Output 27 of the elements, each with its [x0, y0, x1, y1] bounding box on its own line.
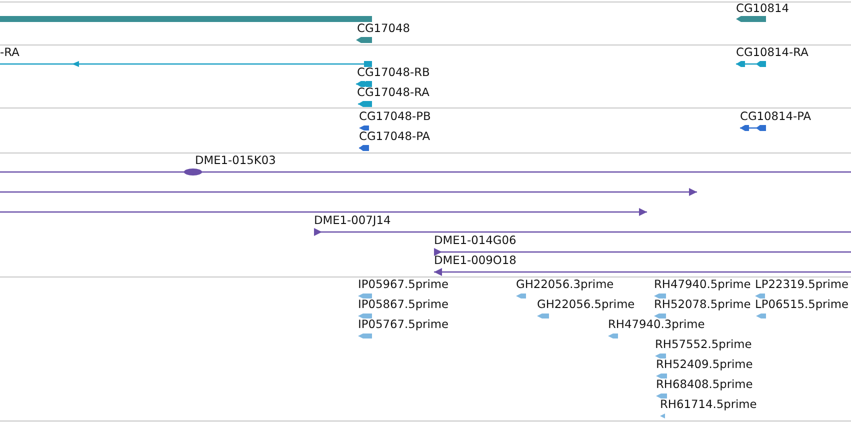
feature-label: IP05967.5prime — [358, 278, 449, 291]
feature-label: DME1-009O18 — [434, 254, 516, 267]
feature-label: CG17048 — [357, 22, 410, 35]
feature-label: RH52078.5prime — [654, 298, 751, 311]
feature-label: LP06515.5prime — [755, 298, 848, 311]
feature-label: RH68408.5prime — [656, 378, 753, 391]
feature-label: IP05867.5prime — [358, 298, 449, 311]
feature-label: -RA — [0, 46, 20, 59]
feature-label: IP05767.5prime — [358, 318, 449, 331]
feature-label: LP22319.5prime — [755, 278, 848, 291]
feature-label: DME1-007J14 — [314, 214, 391, 227]
feature-label: DME1-015K03 — [195, 154, 276, 167]
feature-label: CG17048-RA — [357, 86, 430, 99]
feature-label: CG17048-PA — [359, 130, 430, 143]
feature-label: CG10814-PA — [740, 110, 812, 123]
feature-label: DME1-014G06 — [434, 234, 516, 247]
feature-label: CG17048-RB — [357, 66, 430, 79]
feature-label: CG10814 — [736, 2, 790, 15]
feature-label: GH22056.3prime — [516, 278, 614, 291]
feature-label: RH52409.5prime — [656, 358, 753, 371]
feature-label: CG17048-PB — [359, 110, 431, 123]
feature-label: CG10814-RA — [736, 46, 808, 59]
feature-label: RH47940.5prime — [654, 278, 751, 291]
feature-label: RH61714.5prime — [660, 398, 757, 411]
feature-label: RH57552.5prime — [655, 338, 752, 351]
feature-label: GH22056.5prime — [537, 298, 635, 311]
feature-label: RH47940.3prime — [608, 318, 705, 331]
